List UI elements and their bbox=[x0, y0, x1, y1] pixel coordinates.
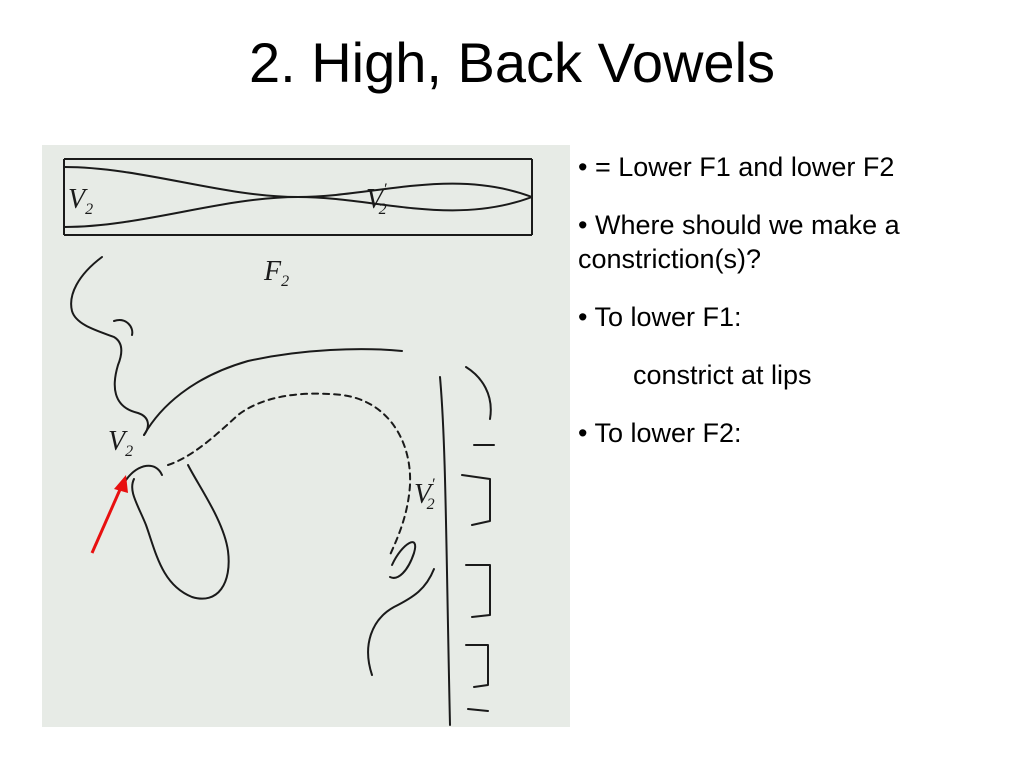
palate-outline bbox=[143, 348, 403, 436]
wave-curve-lower bbox=[63, 195, 533, 228]
lips-arrow bbox=[90, 475, 128, 554]
spine-vertebrae bbox=[461, 366, 495, 712]
slide-title: 2. High, Back Vowels bbox=[248, 31, 776, 94]
bullet-item-2: • Where should we make a constriction(s)… bbox=[578, 210, 900, 274]
vocal-tract-figure: V2 V′2 F2 V2 V′2 bbox=[42, 145, 570, 727]
label-v2-top-right: V′2 bbox=[366, 181, 387, 218]
label-v2-lips: V2 bbox=[108, 426, 133, 460]
bullet-list: • = Lower F1 and lower F2 • Where should… bbox=[578, 150, 1008, 474]
epiglottis-outline bbox=[389, 541, 417, 579]
lip-tip-outline bbox=[125, 464, 163, 481]
arrow-shaft bbox=[90, 484, 124, 554]
wave-curve-upper bbox=[63, 166, 533, 199]
nostril-outline bbox=[113, 319, 134, 336]
pharynx-back-wall bbox=[439, 376, 451, 726]
label-f2: F2 bbox=[263, 256, 289, 290]
lower-lip-chin-outline bbox=[131, 464, 230, 600]
bullet-item-5: • To lower F2: bbox=[578, 418, 742, 448]
larynx-outline bbox=[367, 568, 435, 676]
standing-wave-box bbox=[63, 158, 533, 236]
bullet-item-4: constrict at lips bbox=[633, 360, 812, 390]
label-v2-pharynx: V′2 bbox=[414, 476, 435, 513]
tongue-dashed-outline bbox=[167, 392, 412, 556]
face-profile-outline bbox=[70, 256, 149, 436]
label-v2-top-left: V2 bbox=[68, 184, 93, 218]
arrow-head bbox=[114, 475, 128, 493]
bullet-item-1: • = Lower F1 and lower F2 bbox=[578, 152, 895, 182]
vocal-tract-diagram: V2 V′2 F2 V2 V′2 bbox=[63, 158, 533, 726]
bullet-item-3: • To lower F1: bbox=[578, 302, 742, 332]
